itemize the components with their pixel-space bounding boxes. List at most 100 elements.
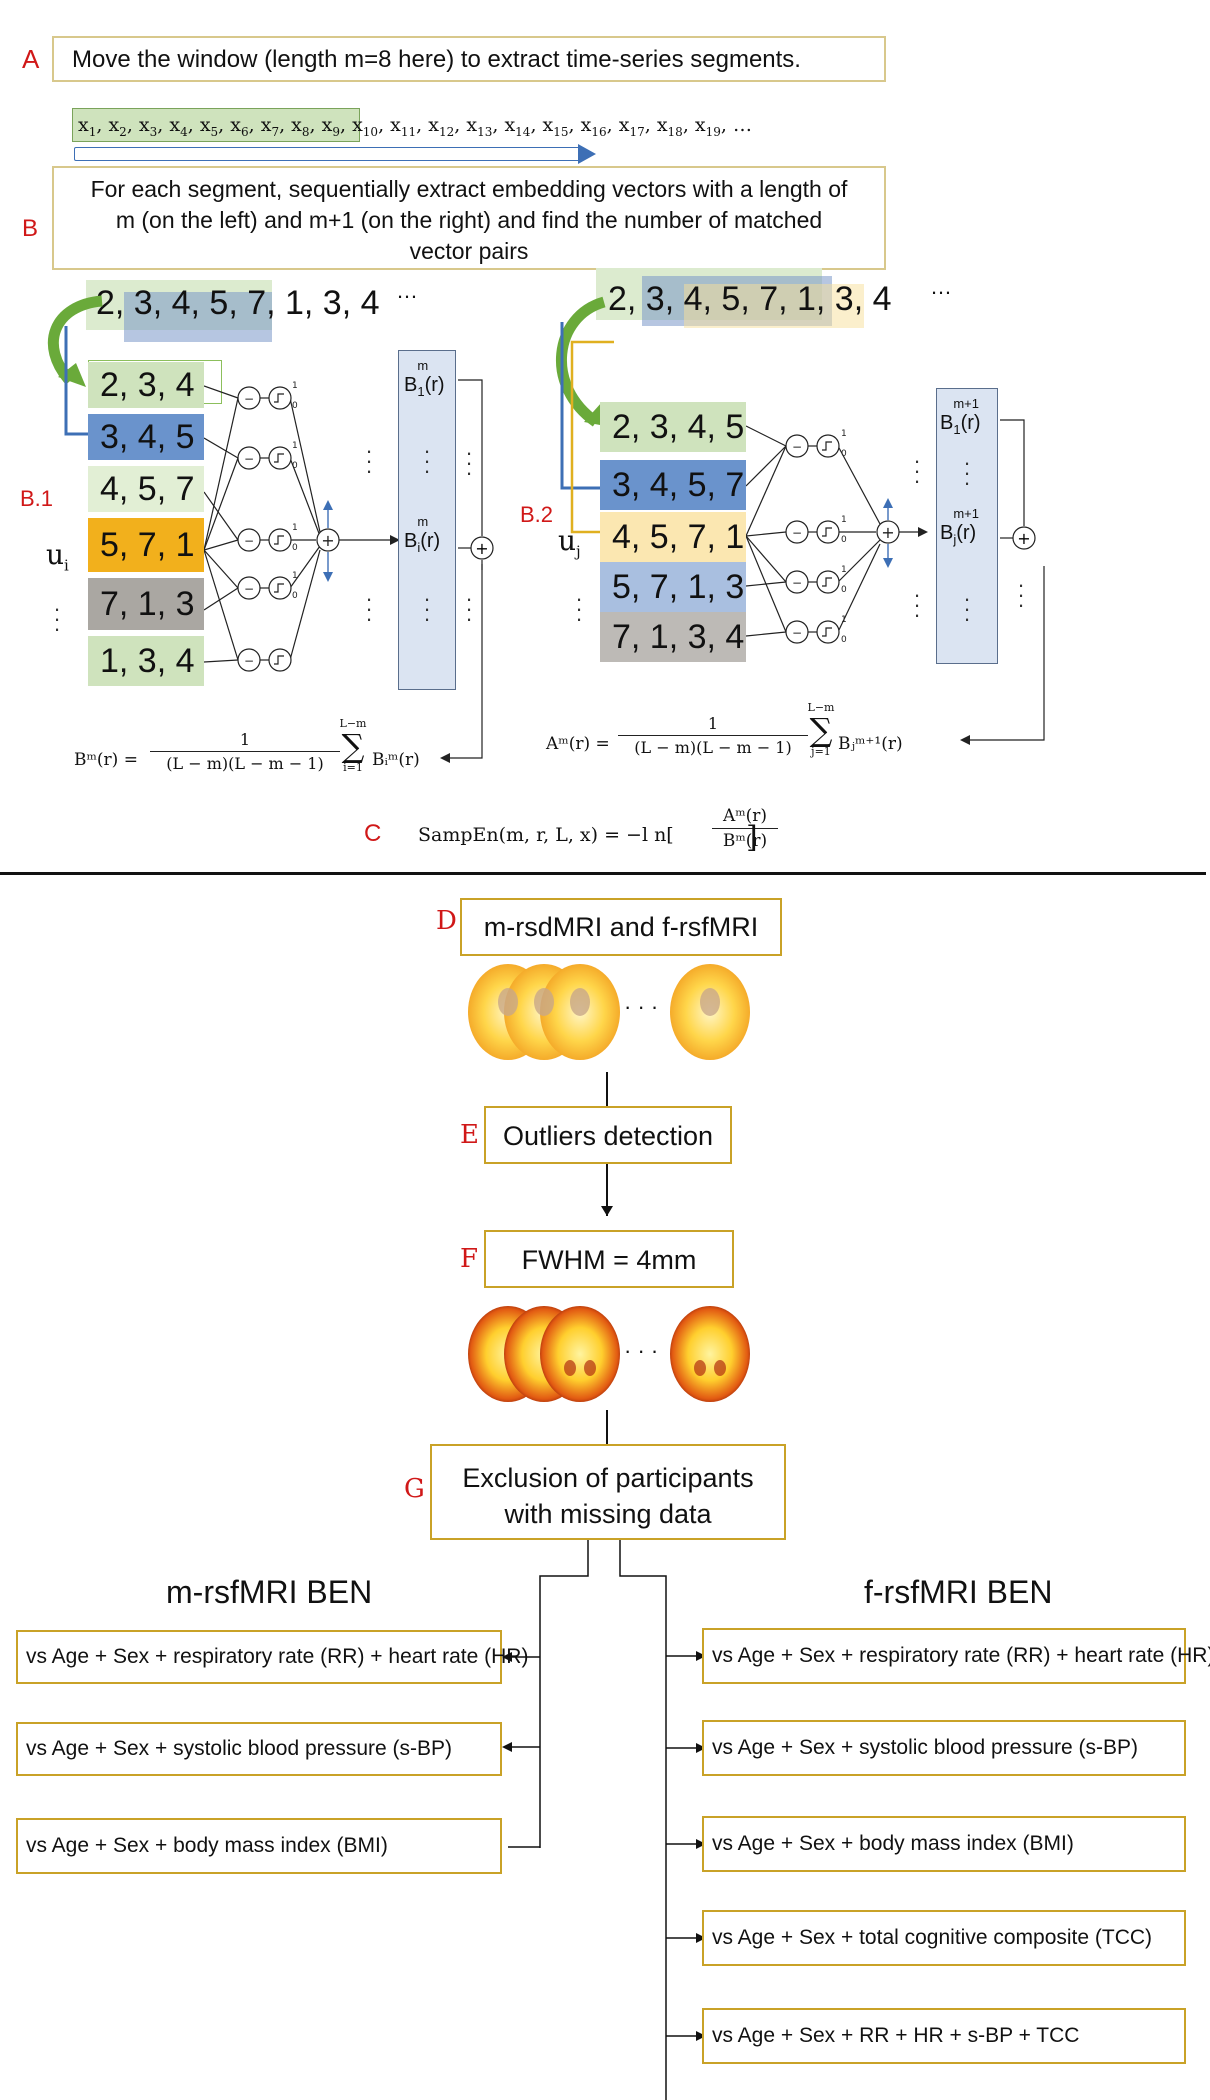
- b2-comparison-network: −−−− + 10 10 10 10: [746, 425, 928, 645]
- svg-text:1: 1: [292, 381, 298, 391]
- sampen-fraction: Aᵐ(r) Bᵐ(r): [712, 806, 778, 851]
- label-b: B: [22, 215, 39, 242]
- sum-to-formula-lines: [440, 564, 1045, 763]
- label-g: G: [404, 1474, 425, 1504]
- b2-top-dots: …: [930, 274, 952, 299]
- sequence-term: x7: [260, 114, 280, 139]
- sequence-term: x10: [352, 114, 379, 139]
- b1-ui-label: ui: [46, 538, 69, 575]
- window-highlight: [72, 108, 360, 142]
- b1-vector: 5, 7, 1: [88, 518, 204, 572]
- connector-f-g: [606, 1410, 608, 1444]
- svg-text:1: 1: [292, 441, 298, 451]
- sequence-term: x9: [321, 114, 340, 139]
- b2-vector: 4, 5, 7, 1: [600, 512, 746, 562]
- right-branch-item: vs Age + Sex + respiratory rate (RR) + h…: [702, 1628, 1210, 1684]
- sequence-ellipsis: …: [733, 114, 753, 136]
- brain-images-mri: [468, 964, 750, 1060]
- label-a: A: [22, 44, 40, 74]
- sampen-formula: SampEn(m, r, L, x) = −l n[: [418, 824, 674, 846]
- step-d-text: m-rsdMRI and f-rsfMRI: [483, 912, 759, 942]
- b1-comparison-network: −−− −− + 10 10 10 10: [204, 381, 400, 672]
- label-d: D: [436, 906, 457, 936]
- formula-bm-term: Bᵢᵐ(r): [372, 750, 420, 770]
- formula-am-fraction: 1 (L − m)(L − m − 1): [618, 714, 808, 757]
- formula-am-term: Bⱼᵐ⁺¹(r): [838, 734, 903, 754]
- svg-text:0: 0: [292, 461, 298, 471]
- svg-text:0: 0: [292, 591, 298, 601]
- svg-text:1: 1: [292, 523, 298, 533]
- sequence-term: x11: [390, 114, 417, 139]
- sequence-term: x16: [580, 114, 607, 139]
- svg-text:0: 0: [292, 401, 298, 411]
- right-branch-title: f-rsfMRI BEN: [864, 1574, 1053, 1610]
- window-arrowhead: [578, 144, 596, 164]
- b1-vector: 1, 3, 4: [88, 636, 204, 686]
- step-b-box: For each segment, sequentially extract e…: [52, 166, 886, 270]
- branch-connectors: [502, 1540, 706, 2100]
- b2-label: B.2: [520, 502, 554, 527]
- b1-vector: 4, 5, 7: [88, 466, 204, 512]
- sequence-term: x15: [542, 114, 569, 139]
- b1-b-column: [398, 350, 456, 690]
- b2-sum-connectors: +: [1000, 419, 1036, 550]
- sequence-term: x12: [428, 114, 455, 139]
- left-branch-item: vs Age + Sex + systolic blood pressure (…: [16, 1722, 502, 1776]
- svg-text:−: −: [792, 440, 802, 454]
- svg-text:0: 0: [841, 585, 847, 595]
- right-branch-item: vs Age + Sex + total cognitive composite…: [702, 1910, 1186, 1966]
- svg-text:+: +: [1017, 529, 1030, 548]
- label-e: E: [460, 1120, 479, 1150]
- formula-am: Aᵐ(r) =: [546, 734, 610, 754]
- sampen-close: ]: [746, 820, 758, 855]
- step-e-box: Outliers detection: [484, 1106, 732, 1164]
- b2-vector: 5, 7, 1, 3: [600, 562, 746, 612]
- label-f: F: [460, 1244, 479, 1274]
- b1-vector: 3, 4, 5: [88, 414, 204, 460]
- svg-text:−: −: [244, 534, 254, 548]
- right-branch-item: vs Age + Sex + body mass index (BMI): [702, 1816, 1186, 1872]
- step-f-text: FWHM = 4mm: [521, 1245, 697, 1275]
- svg-text:0: 0: [841, 535, 847, 545]
- svg-text:+: +: [881, 523, 894, 542]
- svg-text:1: 1: [292, 571, 298, 581]
- b2-uj-label: uj: [558, 524, 581, 561]
- b1-vector: 7, 1, 3: [88, 578, 204, 630]
- svg-text:1: 1: [841, 615, 847, 625]
- left-branch-item: vs Age + Sex + respiratory rate (RR) + h…: [16, 1630, 528, 1684]
- ellipsis-d: · · ·: [624, 994, 659, 1019]
- sequence-term: x1: [78, 114, 97, 139]
- sequence-term: x5: [199, 114, 219, 139]
- step-a-box: Move the window (length m=8 here) to ext…: [52, 36, 886, 82]
- svg-text:−: −: [792, 526, 802, 540]
- label-c: C: [364, 820, 382, 847]
- sequence-term: x19: [694, 114, 721, 139]
- sequence-term: x14: [504, 114, 531, 139]
- svg-text:0: 0: [292, 543, 298, 553]
- svg-text:+: +: [321, 531, 334, 550]
- formula-am-sum: L−m ∑ j=1: [807, 701, 835, 758]
- sequence-term: x2: [108, 114, 127, 139]
- b2-vector: 3, 4, 5, 7: [600, 460, 746, 510]
- svg-text:−: −: [792, 576, 802, 590]
- b1-top-highlight-blue: [124, 292, 272, 342]
- b1-top-dots: …: [396, 278, 418, 303]
- sequence-term: x13: [466, 114, 493, 139]
- b1-vector: 2, 3, 4: [88, 362, 204, 408]
- right-branch-item: vs Age + Sex + systolic blood pressure (…: [702, 1720, 1186, 1776]
- ellipsis-f: · · ·: [624, 1338, 659, 1363]
- step-e-text: Outliers detection: [502, 1121, 714, 1151]
- svg-text:1: 1: [841, 429, 847, 439]
- sequence-term: x6: [230, 114, 249, 139]
- svg-text:−: −: [244, 582, 254, 596]
- sequence-term: x18: [656, 114, 683, 139]
- b1-green-curve-arrow: [47, 295, 103, 387]
- svg-text:−: −: [244, 654, 254, 668]
- formula-bm: Bᵐ(r) =: [74, 750, 138, 770]
- time-series-sequence: x1, x2, x3, x4, x5, x6, x7, x8, x9, x10,…: [78, 114, 753, 139]
- left-branch-item: vs Age + Sex + body mass index (BMI): [16, 1818, 502, 1874]
